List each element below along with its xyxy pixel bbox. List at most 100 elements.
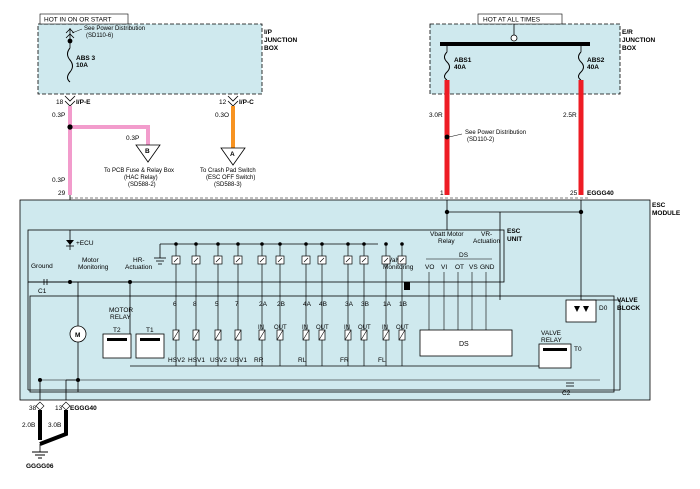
valve-coil-mark: [258, 329, 266, 341]
valve-number: 7: [235, 301, 239, 308]
esc-pin-mark: [345, 257, 351, 263]
d0-label: D0: [599, 305, 608, 312]
esc-pin-dot: [174, 242, 178, 246]
valve-name: USV1: [230, 357, 247, 364]
valve-number: 5: [215, 301, 219, 308]
er-box-title-2: JUNCTION: [622, 37, 656, 44]
er-fuse1-name: ABS1: [454, 57, 472, 64]
valve-coil-mark: [344, 329, 352, 341]
wire-label-03p-top: 0.3P: [52, 112, 65, 119]
esc-pin-mark: [319, 257, 325, 263]
wire-label-03p-branch: 0.3P: [126, 135, 139, 142]
ground-code: GGGG06: [26, 463, 54, 470]
ref-b-letter: B: [145, 148, 150, 155]
c2-label: C2: [562, 390, 571, 397]
valve-io-label: IN: [344, 325, 350, 331]
vr-act-2: Actuation: [473, 238, 500, 245]
t2-label: T2: [113, 327, 121, 334]
valve-coil-mark: [172, 329, 180, 341]
ip-pin-18: 18: [56, 99, 64, 106]
valve-name: USV2: [210, 357, 227, 364]
esc-pin-dot: [384, 242, 388, 246]
motor-symbol: M: [75, 332, 80, 339]
er-fuse2-amp: 40A: [587, 64, 599, 71]
wire-label-03p-low: 0.3P: [52, 177, 65, 184]
pin-25: 25: [570, 190, 578, 197]
esc-pin-mark: [383, 257, 389, 263]
valve-coil-mark: [234, 329, 242, 341]
ref-b-text-1: To PCB Fuse & Relay Box: [104, 168, 174, 174]
ip-fuse-name: ABS 3: [76, 55, 96, 62]
valve-io-label: IN: [302, 325, 308, 331]
valve-number: 2A: [259, 301, 268, 308]
valve-name: HSV1: [188, 357, 205, 364]
valve-number: 4B: [319, 301, 327, 308]
valve-io-label: IN: [382, 325, 388, 331]
esc-pin-dot: [362, 242, 366, 246]
ref-a-text-2: (ESC OFF Switch): [206, 175, 255, 181]
ip-see-ref-2: (SD110-6): [86, 33, 113, 39]
ground-label: Ground: [31, 263, 53, 270]
esc-pin-mark: [215, 257, 221, 263]
ds-pin-vi: VI: [441, 264, 447, 271]
valve-coil-mark: [302, 329, 310, 341]
valve-number: 4A: [303, 301, 312, 308]
esc-module-title-2: MODULE: [652, 210, 681, 217]
valve-block-title-2: BLOCK: [617, 305, 640, 312]
pin-13: 13: [55, 405, 63, 412]
valve-number: 1A: [383, 301, 392, 308]
esc-pin-dot: [320, 242, 324, 246]
wire-label-30r: 3.0R: [429, 112, 443, 119]
valve-coil-mark: [192, 329, 200, 341]
ip-box-title-2: JUNCTION: [264, 37, 298, 44]
valve-name: HSV2: [168, 357, 185, 364]
c1-label: C1: [38, 288, 47, 295]
valve-io-label: OUT: [316, 325, 329, 331]
ref-a-letter: A: [230, 151, 235, 158]
esc-module-title-1: ESC: [652, 202, 666, 209]
ref-a: A To Crash Pad Switch (ESC OFF Switch) (…: [200, 147, 256, 188]
wire-label-03o: 0.3O: [215, 112, 229, 119]
ref-a-text-3: (SD588-3): [214, 182, 242, 188]
valve-monitor-fuse: [404, 282, 410, 290]
valve-name: RR: [254, 357, 264, 364]
esc-pin-dot: [304, 242, 308, 246]
valve-coil-mark: [360, 329, 368, 341]
valve-name: FR: [340, 357, 349, 364]
valve-block-title-1: VALVE: [617, 297, 638, 304]
hr-act-1: HR-: [133, 257, 145, 264]
valve-mon-2: Monitoring: [383, 264, 414, 271]
er-see-ref-1: See Power Distribution: [465, 130, 526, 136]
ip-box-title-3: BOX: [264, 45, 279, 52]
er-fuse2-name: ABS2: [587, 57, 605, 64]
valve-relay-2: RELAY: [541, 337, 562, 344]
valve-coil-mark: [318, 329, 326, 341]
ip-junction-box: HOT IN ON OR START I/P JUNCTION BOX See …: [37, 13, 298, 107]
ip-conn-e: I/P-E: [76, 99, 91, 106]
esc-pin-mark: [173, 257, 179, 263]
ip-fuse-amp: 10A: [76, 62, 88, 69]
motor-relay-2: RELAY: [110, 314, 131, 321]
esc-pin-mark: [277, 257, 283, 263]
ecu-label: +ECU: [76, 240, 94, 247]
vr-act-1: VR-: [481, 231, 492, 238]
egg-bottom: EGGG40: [70, 405, 97, 412]
ref-b-text-3: (SD588-2): [128, 182, 156, 188]
esc-pin-dot: [216, 242, 220, 246]
esc-pin-mark: [259, 257, 265, 263]
ds-pin-vo: VO: [425, 264, 434, 271]
egg-top: EGGG40: [587, 190, 614, 197]
valve-number: 1B: [399, 301, 407, 308]
valve-io-label: IN: [258, 325, 264, 331]
wire-label-30b: 3.0B: [48, 422, 61, 429]
er-fuse1-amp: 40A: [454, 64, 466, 71]
ds-pin-vs: VS: [469, 264, 478, 271]
esc-pin-mark: [361, 257, 367, 263]
ground-wires: 38 13 EGGG40 2.0B 3.0B GGGG06: [22, 401, 97, 470]
esc-pin-dot: [194, 242, 198, 246]
pin-29: 29: [58, 190, 66, 197]
vbatt-2: Relay: [438, 238, 455, 245]
esc-pin-mark: [399, 257, 405, 263]
